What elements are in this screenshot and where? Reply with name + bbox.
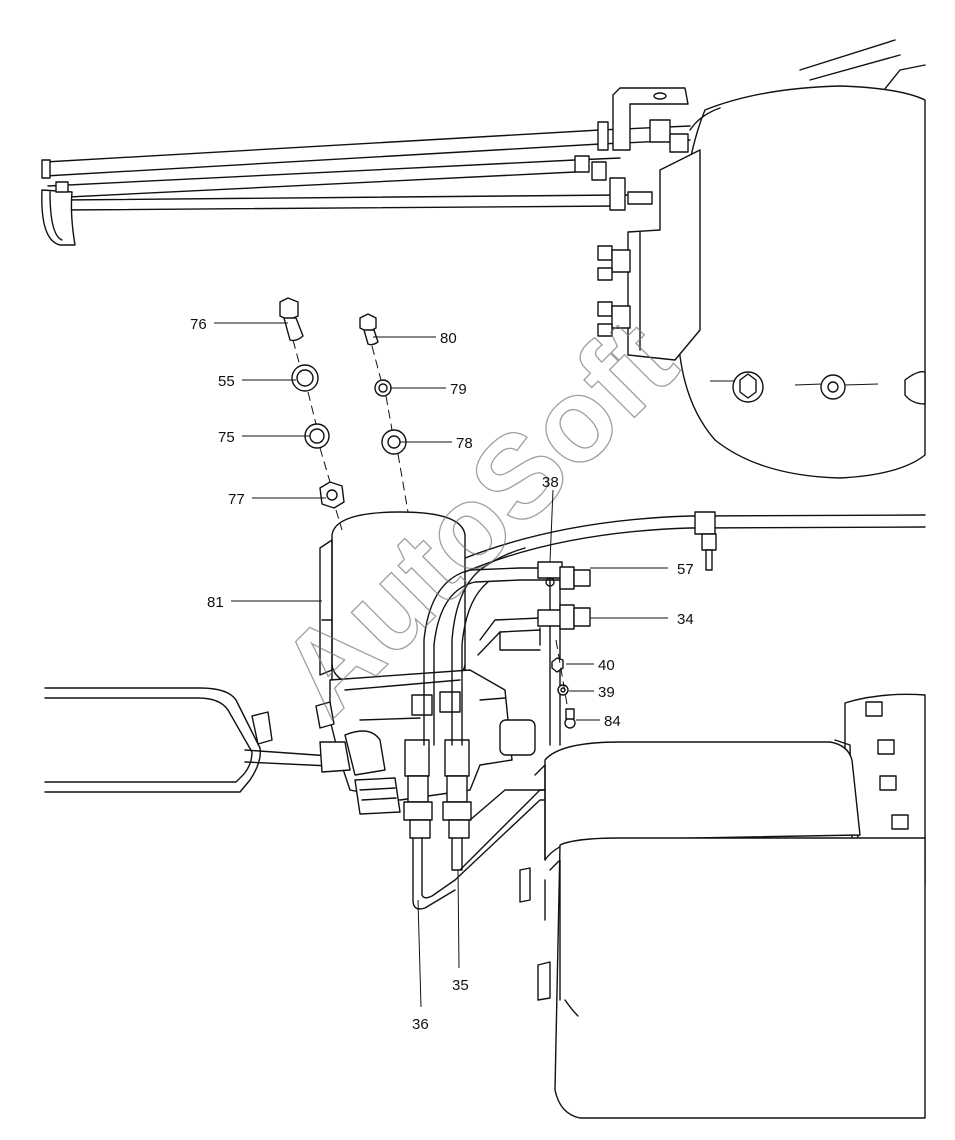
callout-78: 78	[456, 435, 473, 452]
frame-rails	[41, 39, 926, 246]
callout-34: 34	[677, 611, 694, 628]
callout-80: 80	[440, 330, 457, 347]
callout-57: 57	[677, 561, 694, 578]
callout-40: 40	[598, 657, 615, 674]
lower-air-tanks	[519, 693, 926, 1119]
callout-36: 36	[412, 1016, 429, 1033]
callout-38: 38	[542, 474, 559, 491]
air-dryer	[315, 511, 536, 839]
callout-81: 81	[207, 594, 224, 611]
left-tank	[44, 687, 331, 793]
callout-75: 75	[218, 429, 235, 446]
callout-55: 55	[218, 373, 235, 390]
callout-76: 76	[190, 316, 207, 333]
watermark-text: AutoSoft	[255, 295, 701, 741]
callout-labels: 76 80 55 79 75 78 77 38 57 81 34 40 39 8…	[190, 316, 694, 1033]
bracket-fittings	[537, 561, 591, 746]
callout-84: 84	[604, 713, 621, 730]
callout-77: 77	[228, 491, 245, 508]
upper-air-tank	[597, 85, 926, 479]
exploded-fasteners	[279, 297, 409, 531]
callout-35: 35	[452, 977, 469, 994]
leader-lines	[214, 322, 668, 1008]
callout-79: 79	[450, 381, 467, 398]
callout-39: 39	[598, 684, 615, 701]
